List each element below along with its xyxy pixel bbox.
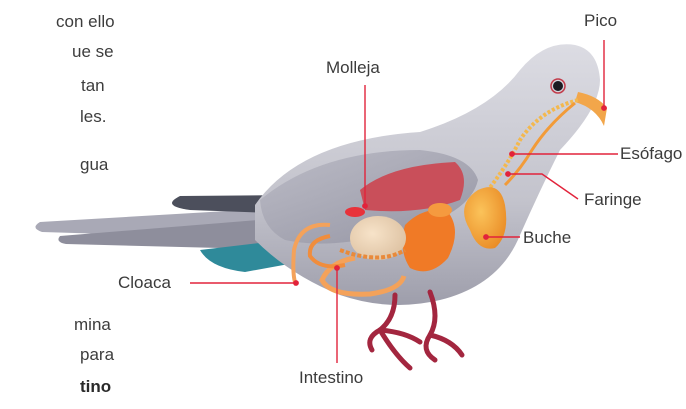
label-intestino: Intestino (299, 368, 363, 388)
label-faringe: Faringe (584, 190, 642, 210)
label-pico: Pico (584, 11, 617, 31)
label-esofago: Esófago (620, 144, 682, 164)
label-buche: Buche (523, 228, 571, 248)
label-molleja: Molleja (326, 58, 380, 78)
gizzard (350, 216, 406, 260)
eye (553, 81, 563, 91)
label-cloaca: Cloaca (118, 273, 171, 293)
